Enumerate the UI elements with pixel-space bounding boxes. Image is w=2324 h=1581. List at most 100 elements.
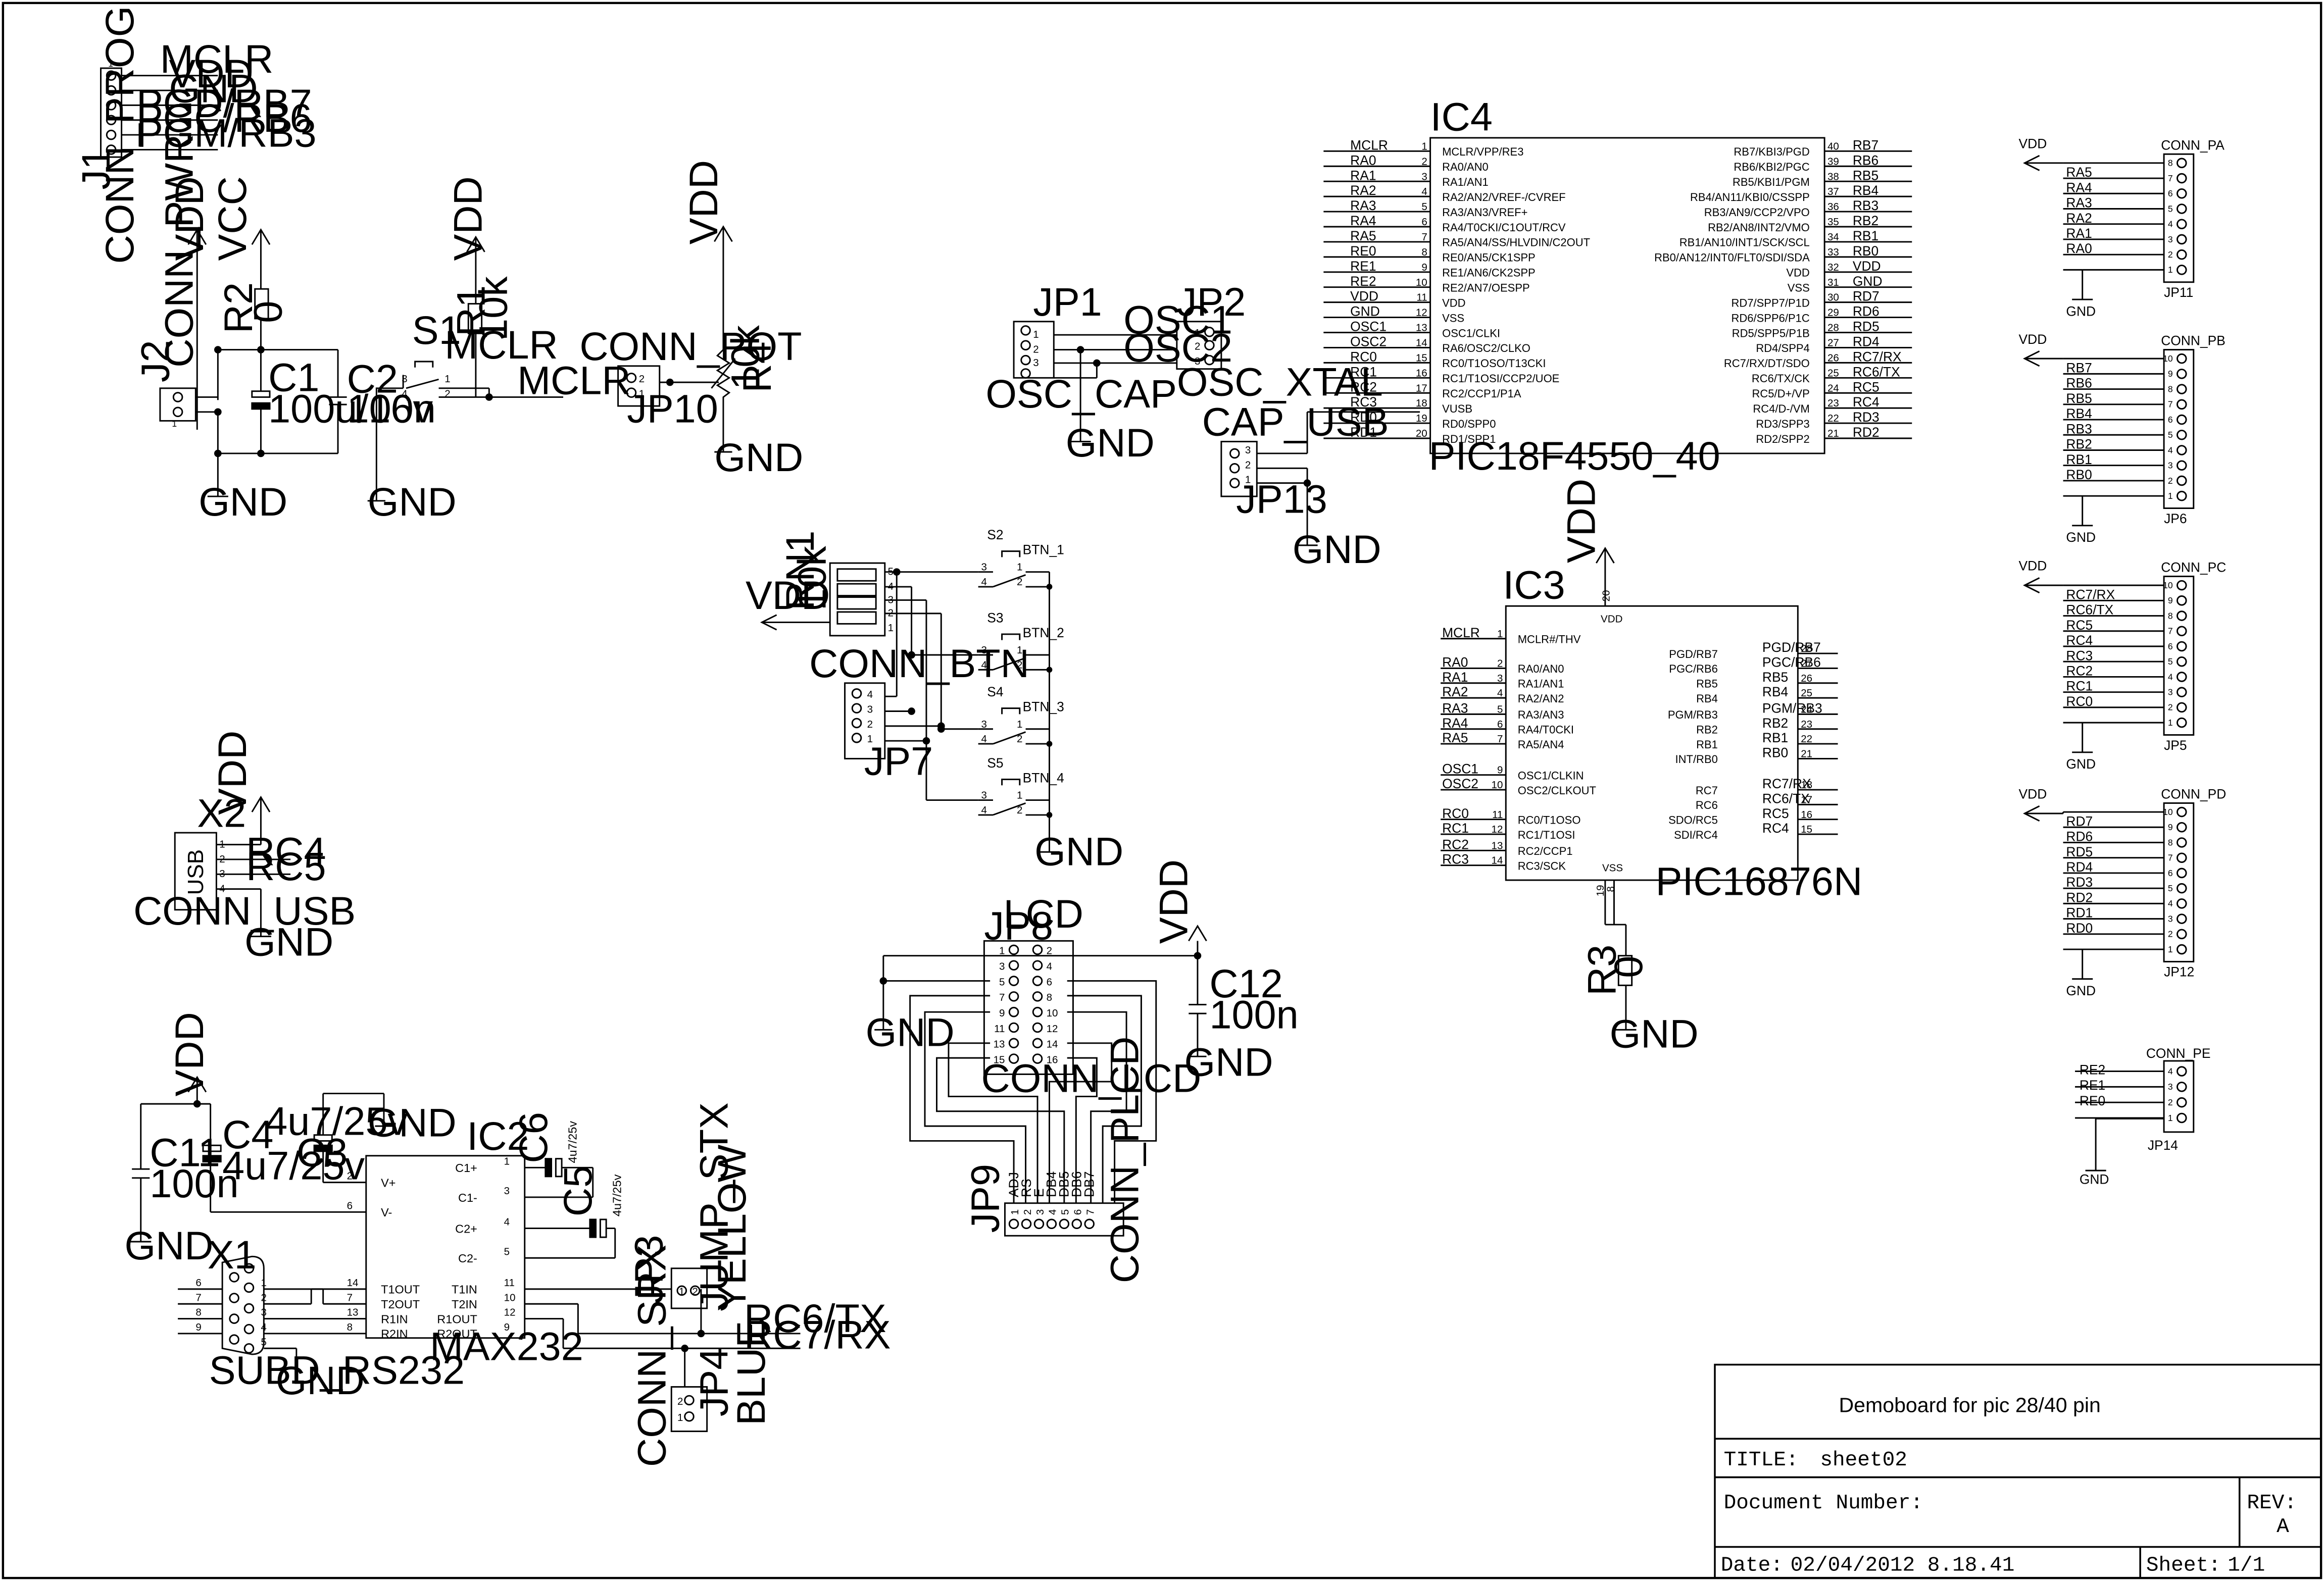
ic4-right-pin: 23 bbox=[1827, 397, 1839, 409]
x1-pin: 9 bbox=[195, 1321, 201, 1333]
port-pin-number: 4 bbox=[2168, 445, 2173, 455]
ic2-right-func: C1+ bbox=[455, 1161, 477, 1175]
jp9-pin: 1 bbox=[1009, 1209, 1021, 1215]
c2-refdes: C2 bbox=[347, 356, 398, 401]
ic3-right-net: RC4 bbox=[1762, 821, 1789, 836]
ic2-right-pin: 1 bbox=[504, 1155, 510, 1167]
pot-gnd-label: GND bbox=[714, 435, 803, 480]
ic3-left-net: RA5 bbox=[1442, 730, 1468, 745]
port-pin-number: 3 bbox=[2168, 913, 2173, 924]
port-net: RB7 bbox=[2066, 360, 2092, 375]
r1-refdes: R1 bbox=[449, 285, 493, 336]
buttons-gnd-label: GND bbox=[1034, 829, 1123, 874]
usb-vdd-label: VDD bbox=[210, 731, 255, 815]
ic3-value: PIC16876N bbox=[1656, 858, 1863, 903]
rs232-gnd-label-2: GND bbox=[368, 1100, 457, 1145]
ic4-right-net: RB1 bbox=[1853, 228, 1878, 243]
ic4-left-net: RD1 bbox=[1350, 425, 1377, 440]
usb-pin-2: 2 bbox=[219, 853, 225, 865]
pot-pin-1: 1 bbox=[639, 388, 645, 399]
c5-value: 4u7/25v bbox=[610, 1174, 623, 1216]
ic4-left-func: RA5/AN4/SS/HLVDIN/C2OUT bbox=[1442, 236, 1590, 249]
ic4-left-func: VSS bbox=[1442, 312, 1464, 324]
ic3-left-net: RA4 bbox=[1442, 716, 1468, 731]
title-block-date-value: 02/04/2012 8.18.41 bbox=[1791, 1554, 2015, 1577]
port-pin-number: 6 bbox=[2168, 415, 2173, 425]
port-pin-number: 1 bbox=[2168, 491, 2173, 501]
jp9-net: DB4 bbox=[1044, 1171, 1059, 1197]
port-gnd-label: GND bbox=[2066, 983, 2096, 998]
s1-net: MCLR bbox=[444, 322, 558, 367]
ic4-left-func: VDD bbox=[1442, 296, 1465, 309]
port-net: RA2 bbox=[2066, 211, 2092, 226]
ic3-right-func: RB5 bbox=[1696, 678, 1718, 690]
usb-pin-4: 4 bbox=[219, 883, 225, 895]
ic4-left-pin: 6 bbox=[1421, 216, 1427, 228]
jp7-pin-1: 1 bbox=[867, 733, 873, 745]
jp2-pin-1: 1 bbox=[1195, 327, 1200, 339]
jp7-pin-3: 3 bbox=[867, 703, 873, 715]
ic3-vss-pin-19: 19 bbox=[1595, 885, 1606, 896]
port-net: RE1 bbox=[2080, 1078, 2105, 1093]
port-net: RD4 bbox=[2066, 859, 2093, 875]
c3-refdes: C3 bbox=[296, 1130, 348, 1175]
usb-pin-1: 1 bbox=[219, 838, 225, 850]
ic3-left-pin: 4 bbox=[1497, 687, 1503, 699]
ic4-right-net: RC7/RX bbox=[1853, 349, 1902, 364]
switch-pin: 3 bbox=[981, 644, 987, 656]
ic4-right-pin: 39 bbox=[1827, 156, 1839, 167]
switch-pin: 2 bbox=[1017, 733, 1022, 745]
ic4-left-net: RA4 bbox=[1350, 213, 1376, 228]
ic2-right-func: C2- bbox=[458, 1252, 477, 1265]
jp4-value: CONN_SRX bbox=[629, 1245, 674, 1467]
jp2-pin-3: 3 bbox=[1195, 355, 1200, 367]
port-pin-number: 2 bbox=[2168, 1097, 2173, 1107]
ic3-left-net: RA2 bbox=[1442, 684, 1468, 699]
c3-value: 4u7/25v bbox=[265, 1099, 408, 1144]
ic3-left-func: RC2/CCP1 bbox=[1518, 845, 1573, 857]
port-pin-number: 5 bbox=[2168, 883, 2173, 893]
ic4-left-func: RA2/AN2/VREF-/CVREF bbox=[1442, 191, 1566, 203]
ic4-left-pin: 11 bbox=[1416, 292, 1427, 303]
ic3-left-pin: 2 bbox=[1497, 657, 1503, 669]
jp8-refdes: JP8 bbox=[984, 903, 1053, 948]
ic4-left-net: MCLR bbox=[1350, 137, 1388, 152]
jp9-pin: 2 bbox=[1022, 1209, 1033, 1215]
ic4-right-pin: 38 bbox=[1827, 171, 1839, 182]
ic3-right-func: SDI/RC4 bbox=[1674, 829, 1718, 841]
port-net: RC5 bbox=[2066, 618, 2093, 633]
ic4-right-func: RC7/RX/DT/SDO bbox=[1724, 357, 1810, 370]
ic3-left-func: RA2/AN2 bbox=[1518, 692, 1564, 705]
port-pin-number: 5 bbox=[2168, 203, 2173, 214]
ic4-left-func: RC2/CCP1/P1A bbox=[1442, 387, 1521, 400]
r3-refdes: R3 bbox=[1579, 945, 1624, 996]
power-vdd-label: VDD bbox=[167, 176, 212, 261]
port-pin-number: 10 bbox=[2163, 353, 2173, 364]
switch-pin: 2 bbox=[1017, 804, 1022, 816]
j1-signal-4: PGD/RB7 bbox=[136, 81, 312, 126]
port-gnd-label: GND bbox=[2080, 1172, 2109, 1187]
jp8-pin-even: 2 bbox=[1047, 945, 1052, 957]
ic3-left-net: RC0 bbox=[1442, 806, 1469, 821]
s1-pin-4: 4 bbox=[402, 388, 407, 399]
ic4-left-net: OSC2 bbox=[1350, 334, 1387, 349]
port-vdd-label: VDD bbox=[2019, 136, 2047, 151]
ic4-left-pin: 1 bbox=[1421, 140, 1427, 152]
port-jp-label: JP11 bbox=[2164, 285, 2193, 300]
ic3-left-func: RA3/AN3 bbox=[1518, 708, 1564, 721]
lcd-gnd-label-1: GND bbox=[866, 1010, 955, 1055]
jp13-pin-2: 2 bbox=[1245, 459, 1251, 471]
ic2-right-func: T1IN bbox=[452, 1283, 477, 1296]
ic3-right-net: RB0 bbox=[1762, 745, 1788, 760]
x1-value: SUBD_RS232 bbox=[209, 1348, 465, 1393]
switch-pin: 1 bbox=[1017, 644, 1022, 656]
port-conn-name: CONN_PD bbox=[2161, 787, 2226, 802]
switch-net: BTN_3 bbox=[1023, 699, 1064, 715]
ic4-left-pin: 19 bbox=[1416, 413, 1427, 424]
ic4-right-net: RC6/TX bbox=[1853, 364, 1900, 379]
jp8-pin-odd: 1 bbox=[999, 945, 1005, 957]
x1-pin: 1 bbox=[261, 1277, 266, 1289]
